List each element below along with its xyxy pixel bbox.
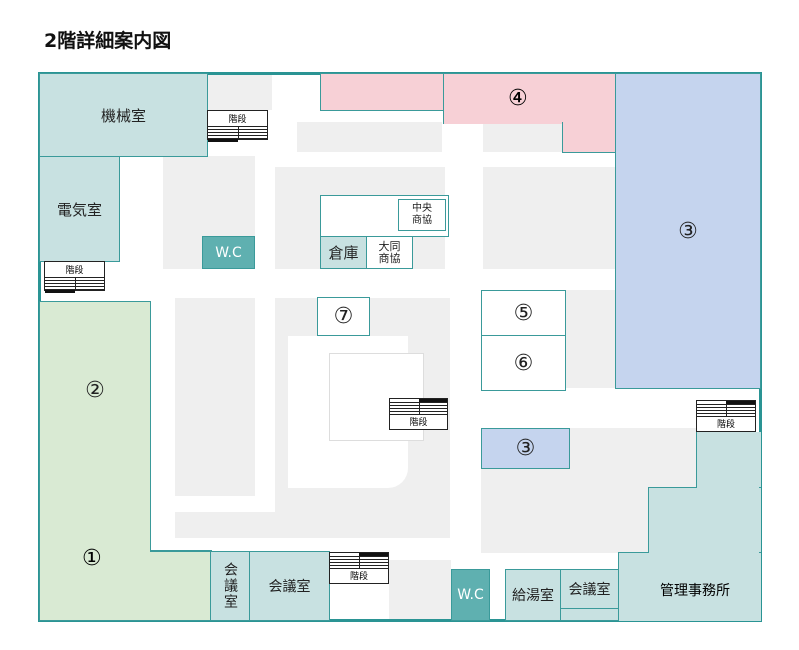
meeting-room-1[interactable]: 会議室: [249, 551, 330, 621]
stairs-label: 階段: [409, 418, 428, 428]
stairs-divider: [237, 126, 239, 138]
restroom-left[interactable]: W.C: [202, 236, 255, 269]
shop-4-lower[interactable]: [562, 122, 616, 153]
admin-office-fill: [697, 434, 759, 490]
stairs-center[interactable]: 階段: [389, 398, 448, 430]
stairs-left[interactable]: 階段: [44, 261, 105, 293]
stairs-landing: [726, 401, 755, 404]
shop-1-lower[interactable]: [39, 551, 212, 621]
corridor-block: [297, 122, 442, 152]
stairs-landing: [359, 553, 388, 556]
stairs-divider: [726, 404, 727, 416]
meeting-room-vertical[interactable]: 会議室: [210, 551, 250, 621]
corridor-block: [483, 122, 563, 152]
shop-4-label: ④: [508, 86, 528, 111]
shop-2[interactable]: ②: [39, 301, 151, 479]
daido-shokyo[interactable]: 大同 商協: [366, 236, 413, 269]
shop-3-large[interactable]: ③: [615, 73, 761, 389]
kitchenette[interactable]: 給湯室: [505, 569, 561, 621]
stairs-label: 階段: [349, 572, 368, 582]
page-title: 2階詳細案内図: [44, 30, 172, 52]
meeting-room-2[interactable]: 会議室: [560, 569, 619, 609]
shop-1-label: ①: [82, 546, 102, 571]
shop-4-upper[interactable]: [443, 73, 616, 124]
shop-3-small[interactable]: ③: [481, 428, 570, 469]
stairs-divider: [418, 402, 420, 414]
shop-7[interactable]: ⑦: [317, 297, 370, 336]
stairs-landing: [45, 290, 75, 293]
shop-1-upper[interactable]: [39, 478, 151, 553]
admin-office-bottom[interactable]: [618, 552, 761, 621]
admin-office-label: 管理事務所: [660, 583, 730, 599]
stairs-label: 階段: [716, 420, 735, 430]
stairs-divider: [74, 277, 76, 289]
shop-4-strip[interactable]: [320, 73, 444, 111]
stairs-right[interactable]: 階段: [696, 400, 756, 432]
stairs-divider: [359, 556, 360, 568]
corridor-block: [175, 512, 450, 538]
admin-office-fill: [649, 489, 759, 555]
meeting-room-2-annex: [560, 608, 619, 621]
room-machine[interactable]: 機械室: [39, 73, 208, 157]
divider: [150, 550, 212, 552]
corridor-block: [207, 75, 272, 110]
stairs-landing: [418, 399, 447, 402]
atrium-void: [329, 353, 424, 441]
room-electric[interactable]: 電気室: [39, 156, 120, 262]
restroom-bottom[interactable]: W.C: [451, 569, 490, 621]
shop-5[interactable]: ⑤: [481, 290, 566, 336]
shop-6[interactable]: ⑥: [481, 335, 566, 391]
stairs-label: 階段: [228, 115, 247, 125]
stairs-landing: [208, 139, 238, 142]
corridor-block: [175, 298, 255, 496]
stairs-label: 階段: [65, 266, 84, 276]
storage[interactable]: 倉庫: [320, 236, 367, 269]
corridor-block: [483, 167, 615, 269]
stairs-bottom[interactable]: 階段: [329, 552, 389, 584]
corridor-block: [565, 290, 615, 388]
stairs-top[interactable]: 階段: [207, 110, 268, 142]
chuo-shokyo[interactable]: 中央 商協: [398, 199, 446, 231]
corridor-block: [389, 560, 451, 620]
